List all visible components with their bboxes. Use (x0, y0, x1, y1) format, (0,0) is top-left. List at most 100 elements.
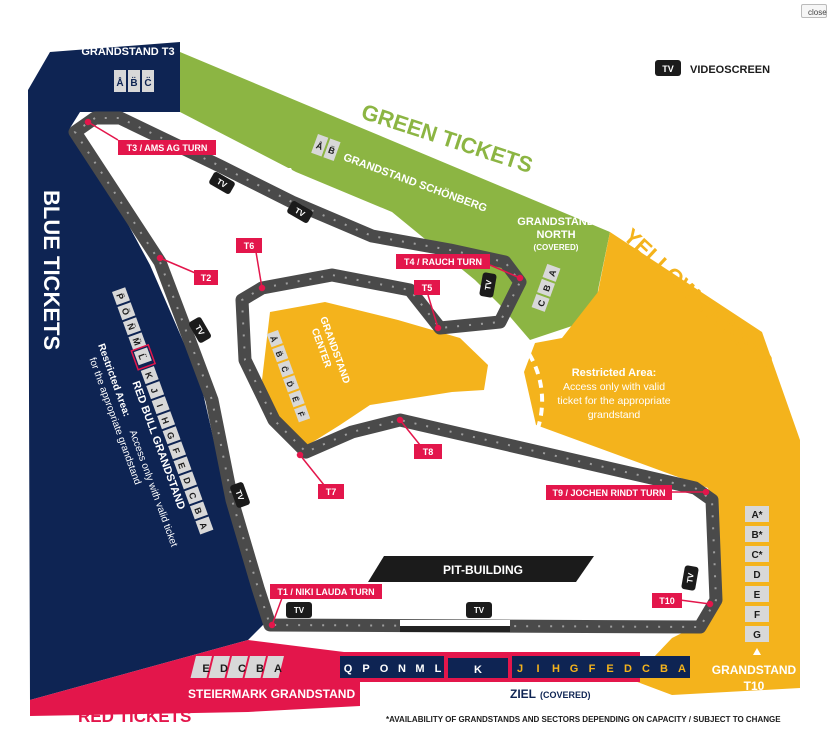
svg-text:T1 / NIKI LAUDA TURN: T1 / NIKI LAUDA TURN (277, 587, 374, 597)
svg-text:G: G (165, 431, 177, 441)
red-tickets-label: RED TICKETS (78, 707, 191, 726)
grandstand-t3: GRANDSTAND T3 Å B̈ C̈ (81, 46, 175, 92)
svg-text:G: G (753, 630, 761, 641)
svg-text:L̈: L̈ (136, 352, 148, 361)
svg-text:ticket for the appropriate: ticket for the appropriate (557, 395, 670, 407)
grandstand-t10: A* B* C* D E F G GRANDSTAND T10 (712, 506, 797, 693)
svg-text:VIDEOSCREEN: VIDEOSCREEN (690, 64, 770, 76)
svg-text:A: A (547, 268, 559, 278)
svg-text:Å: Å (315, 140, 325, 152)
svg-text:Access only with valid: Access only with valid (563, 381, 665, 393)
turn-label-t9: T9 / JOCHEN RINDT TURN (546, 485, 672, 500)
svg-text:J: J (149, 386, 160, 394)
turn-label-t2: T2 (194, 270, 218, 285)
svg-text:E: E (176, 461, 187, 470)
svg-text:Q: Q (344, 663, 353, 675)
svg-text:Restricted Area:: Restricted Area: (572, 367, 657, 379)
blue-tickets-label: BLUE TICKETS (39, 190, 64, 350)
turn-label-t4: T4 / RAUCH TURN (396, 254, 490, 269)
svg-text:P: P (362, 663, 369, 675)
svg-text:T8: T8 (423, 447, 434, 457)
tv-icon (655, 60, 681, 76)
grandstand-start-ziel: Q P O N M L K J I H G F E D C B A GRANDS… (340, 656, 690, 701)
svg-text:F: F (589, 663, 596, 675)
svg-text:T10: T10 (659, 596, 675, 606)
svg-text:B*: B* (751, 530, 762, 541)
zone-yellow (524, 232, 800, 695)
svg-text:Ö: Ö (120, 307, 132, 317)
svg-text:A: A (274, 663, 282, 675)
svg-text:K: K (474, 664, 482, 676)
close-button[interactable]: close (801, 4, 827, 18)
svg-text:TV: TV (685, 572, 696, 584)
svg-text:M: M (415, 663, 424, 675)
turn-label-t1: T1 / NIKI LAUDA TURN (270, 584, 382, 599)
svg-text:TV: TV (474, 606, 485, 615)
svg-text:F: F (754, 610, 760, 621)
svg-text:B: B (192, 506, 204, 516)
restricted-area-note: Restricted Area: Access only with valid … (557, 367, 670, 421)
svg-text:STEIERMARK GRANDSTAND: STEIERMARK GRANDSTAND (188, 687, 355, 701)
svg-text:NORTH: NORTH (536, 229, 575, 241)
svg-text:N: N (398, 663, 406, 675)
svg-text:GRANDSTAND: GRANDSTAND (517, 216, 594, 228)
turn-label-t7: T7 (318, 484, 344, 499)
tv-icon: TV (681, 565, 699, 591)
svg-text:B: B (256, 663, 264, 675)
svg-text:Ë: Ë (290, 395, 301, 404)
turn-leaders (84, 118, 714, 629)
svg-text:C: C (187, 491, 199, 501)
svg-text:C: C (536, 298, 548, 308)
svg-text:GRANDSTAND START: GRANDSTAND START (388, 687, 516, 701)
tv-icon: TV (287, 201, 313, 223)
highlight-marker (130, 343, 157, 371)
svg-text:I: I (536, 663, 539, 675)
svg-text:D̈: D̈ (285, 380, 296, 389)
svg-text:B̈: B̈ (274, 350, 285, 359)
svg-text:grandstand: grandstand (588, 409, 641, 421)
svg-text:B̈: B̈ (130, 76, 137, 89)
svg-text:C*: C* (751, 550, 762, 561)
svg-text:F̈: F̈ (296, 410, 306, 418)
tv-icon: TV (209, 172, 235, 194)
svg-text:GRANDSTAND T3: GRANDSTAND T3 (81, 46, 174, 58)
svg-text:D: D (624, 663, 632, 675)
pit-building: PIT-BUILDING (368, 556, 594, 582)
svg-text:E: E (202, 663, 209, 675)
svg-text:GRANDSTAND: GRANDSTAND (712, 663, 797, 677)
zone-yellow-infield (262, 302, 488, 450)
svg-text:T10: T10 (744, 679, 765, 693)
checkered-line (400, 620, 510, 632)
turn-label-t3: T3 / AMS AG TURN (118, 140, 216, 155)
tv-icon: TV (479, 272, 497, 298)
tv-icon: TV (286, 602, 312, 618)
tv-screens: TV TV TV TV TV TV TV TV (189, 172, 699, 618)
svg-text:(COVERED): (COVERED) (534, 243, 579, 252)
svg-text:T5: T5 (422, 283, 433, 293)
svg-text:T3 / AMS AG TURN: T3 / AMS AG TURN (127, 143, 208, 153)
turn-label-t5: T5 (414, 280, 440, 295)
svg-text:O: O (380, 663, 389, 675)
turn-label-t6: T6 (236, 238, 262, 253)
svg-text:TV: TV (234, 489, 246, 502)
tv-icon: TV (230, 482, 250, 508)
tv-icon: TV (466, 602, 492, 618)
svg-text:TV: TV (483, 279, 494, 291)
turn-label-t8: T8 (414, 444, 442, 459)
svg-text:C̈: C̈ (279, 365, 290, 374)
svg-text:ZIEL: ZIEL (510, 687, 536, 701)
svg-text:E: E (606, 663, 613, 675)
svg-text:B: B (660, 663, 668, 675)
svg-text:C: C (238, 663, 246, 675)
svg-text:N̈: N̈ (125, 322, 137, 332)
grandstand-north: GRANDSTAND NORTH (COVERED) C B A (517, 216, 595, 312)
svg-text:B̈: B̈ (327, 145, 337, 157)
videoscreen-legend: TV VIDEOSCREEN (655, 60, 770, 76)
svg-text:P̈: P̈ (114, 292, 126, 301)
svg-text:(COVERED): (COVERED) (540, 690, 591, 700)
footnote: *AVAILABILITY OF GRANDSTANDS AND SECTORS… (386, 715, 781, 724)
pointer-icon (753, 648, 761, 655)
svg-text:I: I (155, 403, 165, 409)
direction-chevrons (276, 168, 294, 180)
